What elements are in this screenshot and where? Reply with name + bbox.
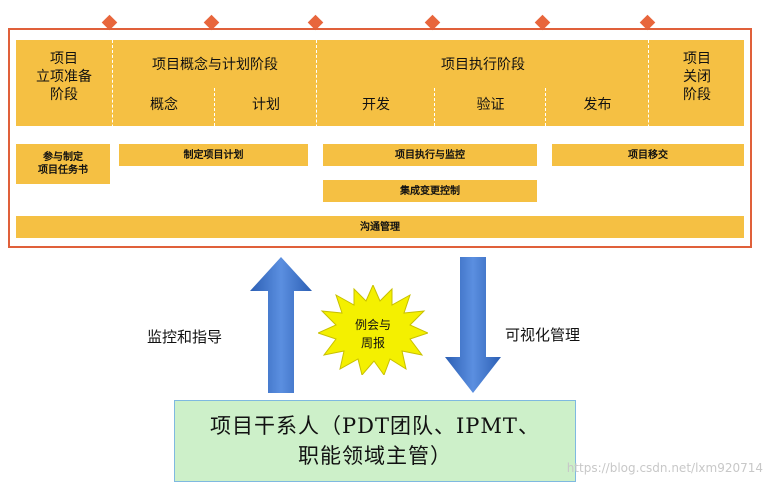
- subphase-separator: [545, 88, 546, 126]
- phase-initiation: 项目 立项准备 阶段: [16, 50, 112, 104]
- subphase-develop: 开发: [362, 97, 390, 113]
- subphase-separator: [214, 88, 215, 126]
- meeting-burst: [318, 285, 428, 375]
- up-arrow: [250, 257, 312, 393]
- visual-mgmt-label: 可视化管理: [505, 326, 581, 344]
- down-arrow: [445, 257, 501, 393]
- phase-initiation-line: 立项准备: [36, 69, 92, 85]
- phase-separator: [316, 40, 317, 212]
- burst-label-2: 周报: [360, 336, 385, 350]
- activity-handover: 项目移交: [552, 144, 744, 166]
- stakeholders-box: 项目干系人（PDT团队、IPMT、 职能领域主管）: [174, 400, 576, 482]
- phase-execution: 项目执行阶段: [441, 57, 525, 73]
- phase-closing-line: 关闭: [683, 69, 711, 85]
- activity-communication: 沟通管理: [16, 216, 744, 238]
- phase-separator: [648, 40, 649, 212]
- activity-charter: 参与制定 项目任务书: [16, 144, 110, 184]
- subphase-verify: 验证: [476, 97, 505, 113]
- phase-concept-planning: 项目概念与计划阶段: [152, 57, 278, 73]
- phase-header-band: [16, 40, 744, 126]
- watermark: https://blog.csdn.net/lxm920714: [566, 461, 763, 475]
- burst-label-1: 例会与: [354, 318, 391, 332]
- subphase-plan: 计划: [252, 97, 280, 113]
- lifecycle-frame: [8, 28, 752, 248]
- phase-initiation-line: 项目: [50, 51, 78, 67]
- phase-closing: 项目 关闭 阶段: [650, 50, 744, 104]
- phase-closing-line: 项目: [683, 51, 711, 67]
- activity-exec-monitor: 项目执行与监控: [323, 144, 537, 166]
- subphase-separator: [434, 88, 435, 126]
- phase-closing-line: 阶段: [683, 87, 711, 103]
- activity-make-plan: 制定项目计划: [119, 144, 308, 166]
- activity-charter-line: 项目任务书: [38, 165, 88, 176]
- subphase-concept: 概念: [150, 97, 178, 113]
- subphase-release: 发布: [583, 97, 612, 113]
- phase-initiation-line: 阶段: [50, 87, 78, 103]
- monitor-guide-label: 监控和指导: [147, 328, 223, 346]
- stakeholders-line: 职能领域主管）: [298, 444, 452, 468]
- activity-charter-line: 参与制定: [43, 152, 83, 163]
- phase-separator: [112, 40, 113, 212]
- stakeholders-line: 项目干系人（PDT团队、IPMT、: [210, 414, 540, 438]
- activity-change-control: 集成变更控制: [323, 180, 537, 202]
